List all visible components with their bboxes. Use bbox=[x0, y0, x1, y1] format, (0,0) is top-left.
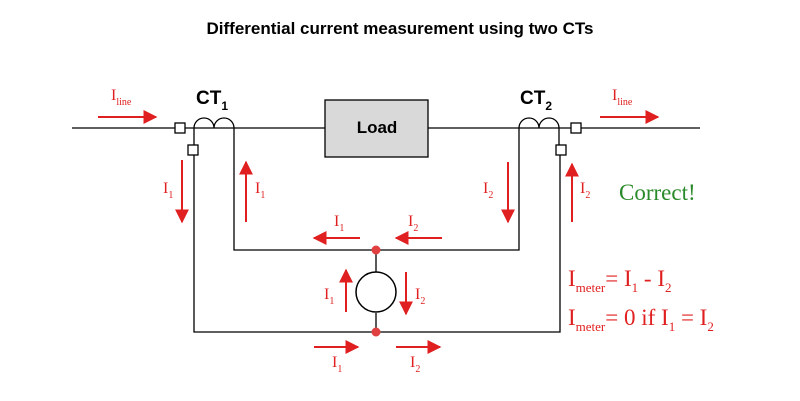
line-current-label-left: Iline bbox=[111, 87, 132, 108]
status-text: Correct! bbox=[619, 180, 696, 205]
junction-dot-top bbox=[371, 245, 381, 255]
i1-label-down-left: I1 bbox=[163, 180, 173, 201]
ct1-label: CT1 bbox=[196, 88, 228, 113]
i2-label-bottom: I2 bbox=[410, 354, 420, 375]
equation-meter-difference: Imeter= I1 - I2 bbox=[568, 266, 671, 295]
ammeter bbox=[355, 271, 397, 313]
ct1-polarity-mark-primary bbox=[174, 122, 186, 134]
i2-label-inner: I2 bbox=[408, 213, 418, 234]
ct2-label: CT2 bbox=[520, 88, 552, 113]
equation-meter-zero: Imeter= 0 if I1 = I2 bbox=[568, 305, 714, 334]
i1-label-meter: I1 bbox=[324, 286, 334, 307]
i1-label-inner: I1 bbox=[334, 213, 344, 234]
ct2-winding bbox=[518, 117, 560, 145]
ct2-polarity-mark-primary bbox=[570, 122, 582, 134]
i1-label-bottom: I1 bbox=[332, 354, 342, 375]
load-label: Load bbox=[357, 118, 398, 137]
i2-label-up-right: I2 bbox=[580, 180, 590, 201]
junction-dot-bottom bbox=[371, 327, 381, 337]
ct2-transformer: CT2 bbox=[518, 88, 582, 156]
i1-label-up-inner: I1 bbox=[255, 180, 265, 201]
ct1-transformer: CT1 bbox=[174, 88, 235, 156]
line-current-label-right: Iline bbox=[612, 87, 633, 108]
ct1-winding bbox=[193, 117, 235, 145]
i2-label-meter: I2 bbox=[415, 286, 425, 307]
i2-label-down-inner: I2 bbox=[483, 180, 493, 201]
diagram-title: Differential current measurement using t… bbox=[207, 19, 594, 38]
ct2-polarity-mark-secondary bbox=[555, 144, 567, 156]
inner-secondary-loop bbox=[233, 145, 520, 251]
ct1-polarity-mark-secondary bbox=[187, 144, 199, 156]
load-block: Load bbox=[324, 99, 429, 158]
